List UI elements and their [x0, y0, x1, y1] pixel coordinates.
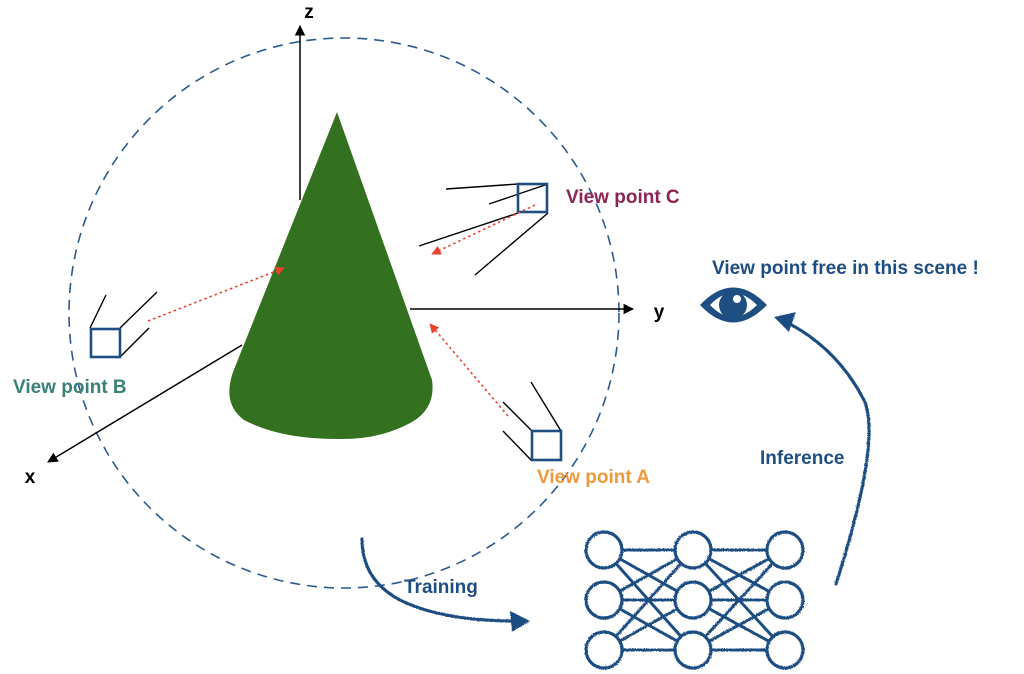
ray-b — [147, 266, 285, 322]
nn-connection — [614, 562, 683, 638]
camera-a — [502, 381, 563, 462]
nn-connection — [618, 557, 679, 593]
inference-label: Inference — [760, 448, 844, 469]
training-label: Training — [404, 577, 478, 598]
viewpoint-free-title: View point free in this scene ! — [712, 258, 979, 279]
nn-connection — [704, 562, 774, 638]
x-axis — [47, 344, 243, 463]
neural-network — [584, 530, 805, 670]
cone — [229, 112, 433, 440]
x-axis-label: x — [25, 467, 36, 488]
camera-c — [418, 182, 549, 276]
nn-node — [584, 580, 624, 620]
nn-connection — [708, 607, 770, 643]
nn-node — [673, 580, 713, 620]
nn-node — [765, 580, 805, 620]
z-axis-label: z — [304, 2, 314, 23]
training-arrow — [360, 537, 530, 632]
camera-b — [89, 291, 158, 359]
inference-arrow — [774, 312, 871, 586]
nn-node — [765, 530, 805, 570]
nn-node — [673, 530, 713, 570]
nn-node — [765, 630, 805, 670]
viewpoint-a-label: View point A — [537, 467, 650, 488]
y-axis-label: y — [654, 302, 665, 323]
nn-connection — [618, 607, 679, 643]
nn-node — [584, 630, 624, 670]
ray-a — [429, 323, 509, 417]
scene-sphere — [68, 37, 620, 589]
nn-connection — [708, 557, 770, 593]
nn-node — [584, 530, 624, 570]
ray-c — [431, 204, 536, 255]
viewpoint-b-label: View point B — [13, 377, 127, 398]
eye-icon — [700, 287, 767, 323]
nn-node — [673, 630, 713, 670]
viewpoint-c-label: View point C — [566, 187, 680, 208]
